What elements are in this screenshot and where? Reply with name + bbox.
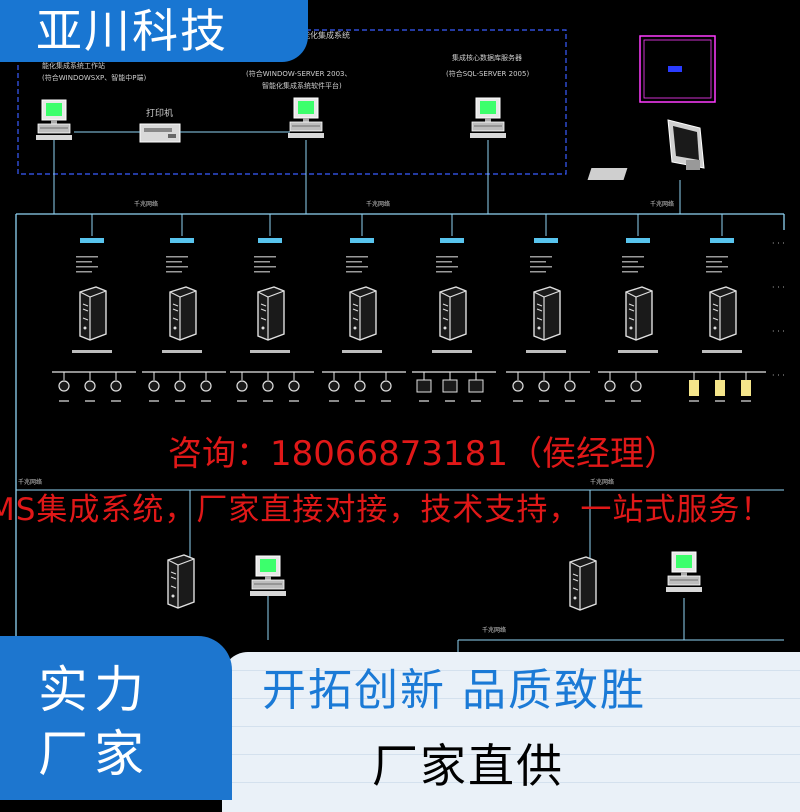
lower-server-left-icon	[167, 554, 195, 609]
db-server-label-1: 集成核心数据库服务器	[452, 53, 522, 62]
device-node-icon	[84, 380, 96, 392]
svg-text:· · ·: · · ·	[772, 371, 785, 380]
device-node-icon	[538, 380, 550, 392]
switch-label-top-right: 千兆网络	[650, 200, 674, 208]
device-node-icon	[148, 380, 160, 392]
remote-monitor-icon	[587, 119, 705, 180]
device-node-icon	[380, 380, 392, 392]
badge-line-2: 厂家	[38, 725, 150, 783]
device-sensor-icon	[689, 380, 699, 396]
promo-text: MS集成系统，厂家直接对接，技术支持，一站式服务！	[0, 492, 773, 528]
strength-badge	[0, 636, 232, 800]
lower-workstation-left-icon	[249, 555, 287, 597]
device-node-icon	[328, 380, 340, 392]
device-node-icon	[174, 380, 186, 392]
subsystem-server-icon	[349, 286, 377, 341]
device-node-icon	[604, 380, 616, 392]
switch-label-lower-right: 千兆网络	[590, 478, 614, 486]
subsystem-server-icon	[257, 286, 285, 341]
subsystem-server-icon	[439, 286, 467, 341]
badge-line-1: 实力	[38, 661, 150, 719]
subsystem-label-bar	[258, 238, 282, 243]
device-node-icon	[354, 380, 366, 392]
subsystem-server-icon	[533, 286, 561, 341]
device-node-icon	[512, 380, 524, 392]
subsystem-label-bar	[710, 238, 734, 243]
direct-supply-text: 厂家直供	[372, 739, 564, 793]
device-node-icon	[58, 380, 70, 392]
device-camera-icon	[416, 379, 432, 393]
lower-workstation-right-icon	[665, 551, 703, 593]
subsystem-label-bar	[626, 238, 650, 243]
subsystem-label-bar	[440, 238, 464, 243]
slogan-banner	[222, 652, 800, 812]
switch-label-bottom-right: 千兆网络	[482, 626, 506, 634]
top-center-title: 能化集成系统	[302, 30, 350, 40]
brand-name: 亚川科技	[36, 4, 228, 58]
device-camera-icon	[442, 379, 458, 393]
db-server-label-2: (符合SQL-SERVER 2005)	[446, 69, 529, 78]
slogan-text: 开拓创新 品质致胜	[262, 665, 646, 716]
device-sensor-icon	[741, 380, 751, 396]
device-node-icon	[630, 380, 642, 392]
device-node-icon	[288, 380, 300, 392]
printer-icon	[139, 123, 181, 143]
subsystem-label-bar	[170, 238, 194, 243]
device-node-icon	[564, 380, 576, 392]
workstation-center-icon	[287, 97, 325, 139]
device-sensor-icon	[715, 380, 725, 396]
lower-server-right-icon	[569, 556, 597, 611]
subsystem-server-icon	[169, 286, 197, 341]
device-node-icon	[200, 380, 212, 392]
device-camera-icon	[468, 379, 484, 393]
subsystem-label-bar	[80, 238, 104, 243]
ws-center-label-1: (符合WINDOW-SERVER 2003、	[246, 69, 351, 78]
device-node-icon	[236, 380, 248, 392]
switch-label-top-left: 千兆网络	[134, 200, 158, 208]
contact-text: 咨询：18066873181（侯经理）	[168, 434, 678, 474]
device-node-icon	[110, 380, 122, 392]
ws-left-label-1: 能化集成系统工作站	[42, 61, 105, 70]
ws-left-label-2: (符合WINDOWSXP、智能中P端)	[42, 73, 146, 82]
subsystem-label-bar	[350, 238, 374, 243]
workstation-left-icon	[35, 99, 73, 141]
subsystem-label-bar	[534, 238, 558, 243]
svg-text:· · ·: · · ·	[772, 283, 785, 292]
subsystem-server-icon	[709, 286, 737, 341]
brand-badge: 亚川科技	[0, 0, 308, 62]
device-node-icon	[262, 380, 274, 392]
ws-center-label-2: 智能化集成系统软件平台)	[262, 81, 342, 90]
svg-text:· · ·: · · ·	[772, 239, 785, 248]
svg-text:· · ·: · · ·	[772, 327, 785, 336]
switch-label-top-center: 千兆网络	[366, 200, 390, 208]
subsystem-server-icon	[625, 286, 653, 341]
switch-label-lower-left: 千兆网络	[18, 478, 42, 486]
printer-label: 打印机	[146, 107, 173, 119]
subsystem-server-icon	[79, 286, 107, 341]
workstation-db-icon	[469, 97, 507, 139]
